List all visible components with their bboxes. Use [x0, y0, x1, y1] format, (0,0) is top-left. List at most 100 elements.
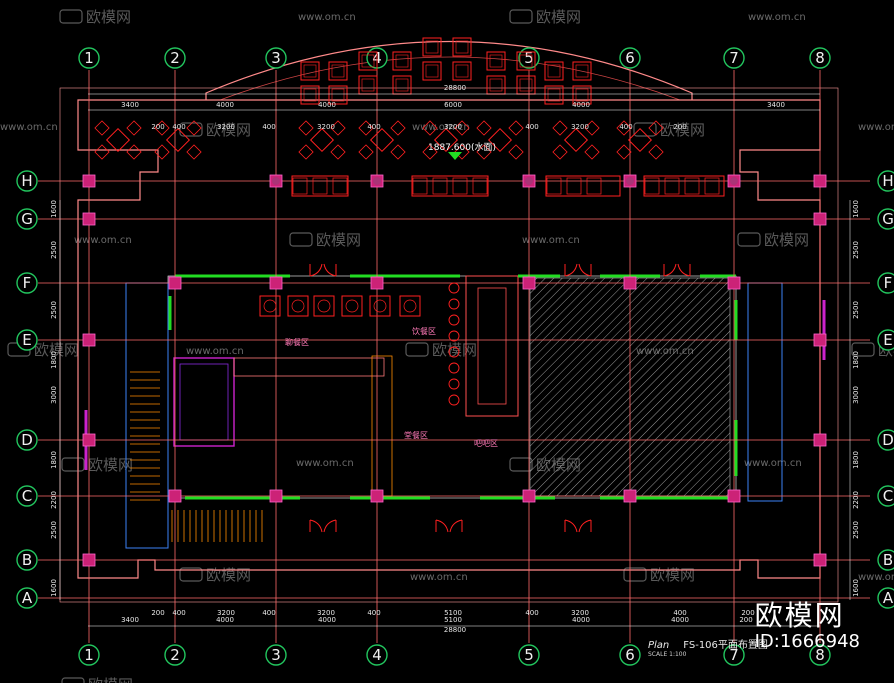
axis-row-label: H	[882, 172, 893, 190]
dimension-text: 2500	[852, 521, 860, 539]
watermark-logo-icon	[405, 342, 429, 357]
table-chair	[552, 144, 568, 160]
axis-row-bubble	[877, 329, 894, 351]
dimension-text: 1600	[852, 579, 860, 597]
axis-column-bubble	[265, 644, 287, 666]
table-chair	[186, 120, 202, 136]
axis-row-label: F	[23, 274, 32, 292]
axis-column-bubble	[723, 644, 745, 666]
elevation-marker: 1887.600(水面)	[428, 141, 496, 160]
watermark-brand: 欧模网	[86, 8, 131, 26]
sofa-seat	[312, 177, 328, 195]
axis-row-label: E	[22, 331, 31, 349]
door-swing	[323, 519, 337, 533]
table-chair	[358, 144, 374, 160]
arch-chair	[486, 51, 506, 71]
dimension-text: 2500	[50, 241, 58, 259]
axis-row-label: A	[883, 589, 894, 607]
sofa-seat	[644, 177, 660, 195]
column-marker	[168, 276, 182, 290]
axis-column-label: 3	[271, 646, 281, 664]
arch-chair-seat	[575, 88, 589, 102]
door-swings	[309, 263, 691, 533]
dimension-text: 200	[151, 123, 164, 131]
axis-row-bubble	[16, 485, 38, 507]
axis-column-bubble	[265, 47, 287, 69]
table-chair	[584, 120, 600, 136]
arch-chair-seat	[303, 64, 317, 78]
door-swing	[564, 519, 578, 533]
sofa-seat	[664, 177, 680, 195]
column-marker	[168, 489, 182, 503]
arch-chair	[392, 51, 412, 71]
axis-column-label: 6	[625, 49, 635, 67]
table-chair	[422, 120, 438, 136]
axis-row-bubble	[16, 272, 38, 294]
axis-row-label: H	[21, 172, 32, 190]
watermark-brand: 欧模网	[536, 8, 581, 26]
axis-column-label: 4	[372, 646, 382, 664]
dimension-text: 3400	[121, 616, 139, 624]
table-chair	[358, 120, 374, 136]
watermark-brand: 欧模网	[432, 341, 477, 359]
axis-row-bubble	[16, 549, 38, 571]
table-chair	[476, 120, 492, 136]
table-chair	[616, 144, 632, 160]
watermark-url: www.om.cn	[74, 235, 132, 246]
lounge-chair	[259, 295, 281, 317]
axis-column-bubble	[619, 47, 641, 69]
sofa-group	[643, 175, 725, 197]
arch-chair-seat	[489, 54, 503, 68]
stair-outline	[125, 282, 169, 549]
table-chair	[390, 120, 406, 136]
arch-chair-seat	[425, 40, 439, 54]
column-marker	[82, 333, 96, 347]
table-chair	[94, 144, 110, 160]
sofa-seat	[292, 177, 308, 195]
sofa-group	[291, 175, 349, 197]
zone-label-center: 堂餐区	[404, 430, 428, 440]
table-chair	[186, 144, 202, 160]
arch-chair	[328, 61, 348, 81]
door-swing	[435, 519, 449, 533]
arch-chair	[328, 85, 348, 105]
column-marker	[370, 489, 384, 503]
column-marker	[623, 276, 637, 290]
arch-chair-seat	[547, 64, 561, 78]
watermark-logo-icon	[851, 342, 875, 357]
axis-column-label: 8	[815, 49, 825, 67]
arch-pavilion-outline	[205, 40, 693, 100]
watermark-url: www.om.cn	[298, 12, 356, 23]
axis-column-label: 5	[524, 646, 534, 664]
lounge-chair	[369, 295, 391, 317]
axis-row-bubble	[877, 549, 894, 571]
axis-row-bubble	[877, 208, 894, 230]
axis-column-label: 7	[729, 646, 739, 664]
lounge-chair-cushion	[291, 299, 305, 313]
table-chair	[584, 144, 600, 160]
axis-row-bubble	[16, 170, 38, 192]
arch-chair-seat	[331, 64, 345, 78]
arch-chair-seat	[489, 78, 503, 92]
round-column	[730, 177, 738, 185]
dimension-text: 400	[172, 609, 185, 617]
dimension-text: 400	[367, 609, 380, 617]
watermark-brand: 欧模网	[206, 566, 251, 584]
dimension-text: 4000	[318, 101, 336, 109]
axis-column-label: 2	[170, 646, 180, 664]
bar-stool	[448, 330, 460, 342]
dimension-text: 400	[262, 123, 275, 131]
axis-column-label: 1	[84, 49, 94, 67]
watermark-url: www.om.cn	[410, 572, 468, 583]
arch-chair	[572, 61, 592, 81]
arch-chair	[452, 61, 472, 81]
bar-stool	[448, 378, 460, 390]
arch-chair	[300, 61, 320, 81]
axis-column-bubble	[619, 644, 641, 666]
dimension-text: 3200	[317, 123, 335, 131]
table-set	[105, 127, 131, 153]
table-chair	[648, 144, 664, 160]
dimension-text: 200	[673, 123, 686, 131]
bar-stool	[448, 314, 460, 326]
